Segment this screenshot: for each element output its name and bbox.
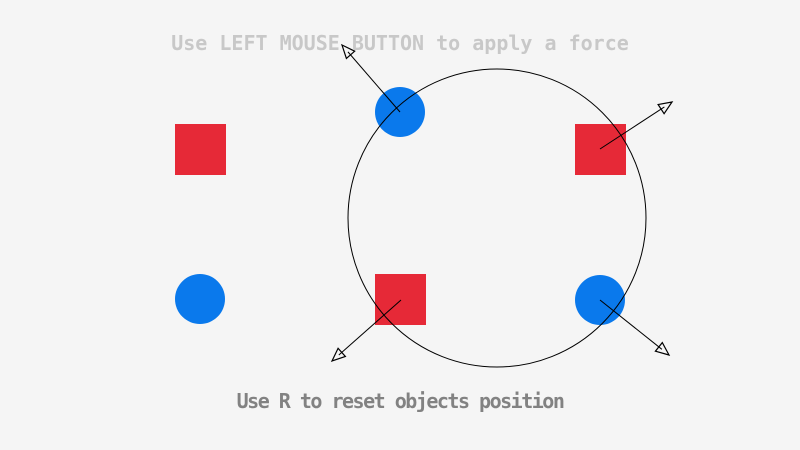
force-arrow-head xyxy=(340,43,356,60)
instruction-apply-force: Use LEFT MOUSE BUTTON to apply a force xyxy=(171,31,629,55)
red-box[interactable] xyxy=(175,124,226,175)
force-arrow-shaft xyxy=(347,51,401,113)
force-arrow-shaft xyxy=(338,299,402,356)
force-arrow-head xyxy=(657,101,674,115)
red-box[interactable] xyxy=(575,124,626,175)
force-arrow-shaft xyxy=(599,106,665,150)
red-box[interactable] xyxy=(375,274,426,325)
instruction-reset: Use R to reset objects position xyxy=(236,389,565,413)
force-arrow-head xyxy=(330,347,347,363)
force-arrow-shaft xyxy=(599,299,663,350)
boundary-circle xyxy=(347,68,647,368)
blue-ball[interactable] xyxy=(175,274,225,324)
force-arrow-head xyxy=(654,341,671,356)
